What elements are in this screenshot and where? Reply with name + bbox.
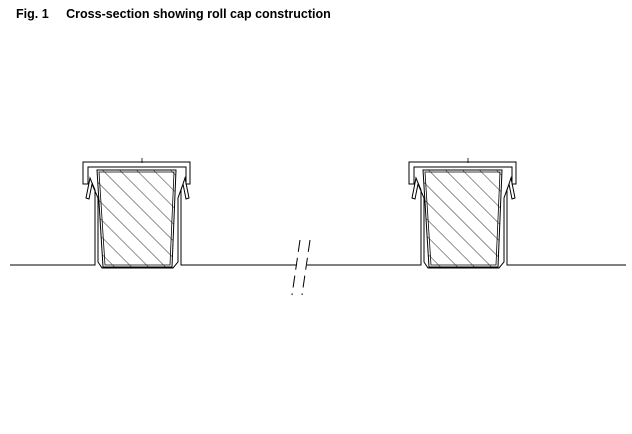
roll-cap-right xyxy=(335,157,627,269)
figure-number: Fig. 1 xyxy=(16,7,49,21)
figure-title: Fig. 1 Cross-section showing roll cap co… xyxy=(16,7,331,21)
roll-cap-left xyxy=(9,157,301,269)
figure-caption: Cross-section showing roll cap construct… xyxy=(66,7,331,21)
break-line-icon xyxy=(291,239,301,296)
break-line-icon xyxy=(301,239,311,296)
break-gap xyxy=(282,250,322,290)
